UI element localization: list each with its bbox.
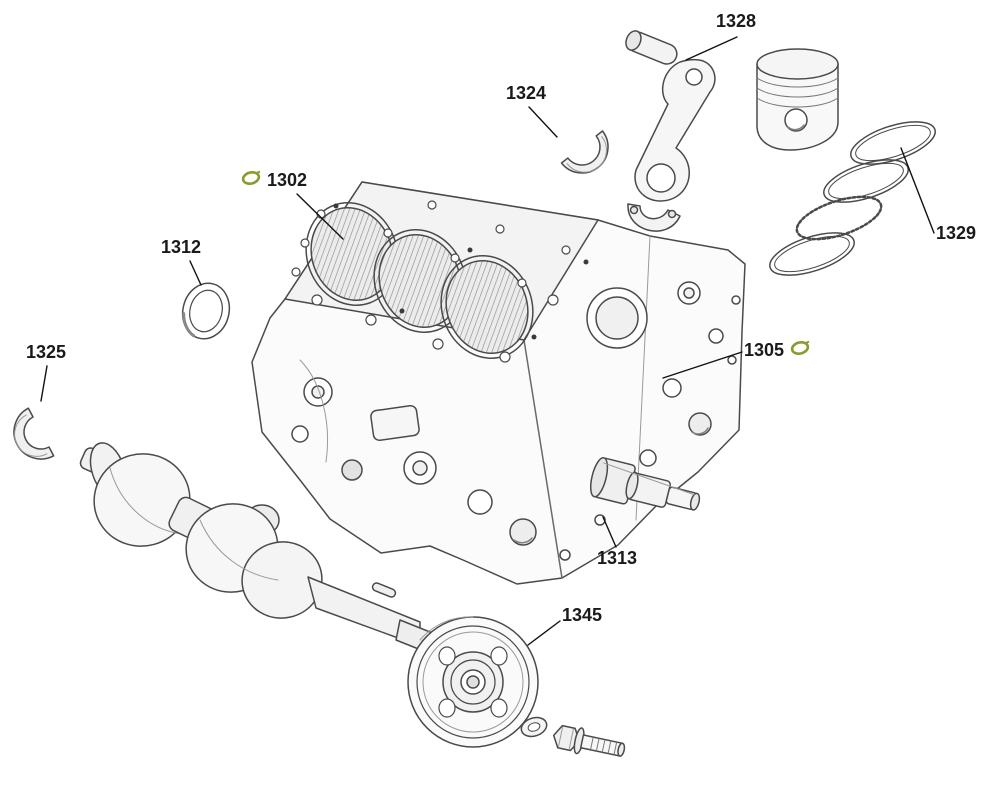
seal-ring — [181, 282, 231, 340]
part-label-1313: 1313 — [597, 549, 637, 567]
part-label-1302: 1302 — [240, 170, 307, 189]
leader-lines — [40, 36, 935, 646]
part-number: 1345 — [562, 605, 603, 625]
part-number: 1313 — [597, 548, 638, 568]
part-number: 1325 — [26, 342, 67, 362]
part-number: 1302 — [267, 169, 308, 190]
bearing-shell-upper — [560, 130, 609, 174]
part-number: 1328 — [716, 11, 757, 31]
crankshaft — [79, 442, 445, 657]
gasket-icon — [240, 170, 262, 189]
part-number: 1329 — [936, 223, 977, 243]
bearing-shell-lower — [13, 407, 55, 460]
pulley-bolt — [552, 724, 626, 757]
damper-pulley — [407, 616, 539, 748]
part-label-1305: 1305 — [744, 340, 811, 359]
part-label-1345: 1345 — [562, 606, 602, 624]
crank-output-shaft — [589, 457, 701, 511]
part-number: 1324 — [506, 83, 547, 103]
part-number: 1312 — [161, 237, 202, 257]
gasket-icon — [789, 340, 811, 359]
piston — [756, 48, 839, 151]
connecting-rod-assembly — [625, 30, 716, 232]
washer — [520, 716, 548, 738]
engine-block — [251, 181, 746, 585]
part-label-1328: 1328 — [716, 12, 756, 30]
part-label-1312: 1312 — [161, 238, 201, 256]
part-number: 1305 — [744, 339, 785, 360]
part-label-1325: 1325 — [26, 343, 66, 361]
part-label-1324: 1324 — [506, 84, 546, 102]
part-label-1329: 1329 — [936, 224, 976, 242]
